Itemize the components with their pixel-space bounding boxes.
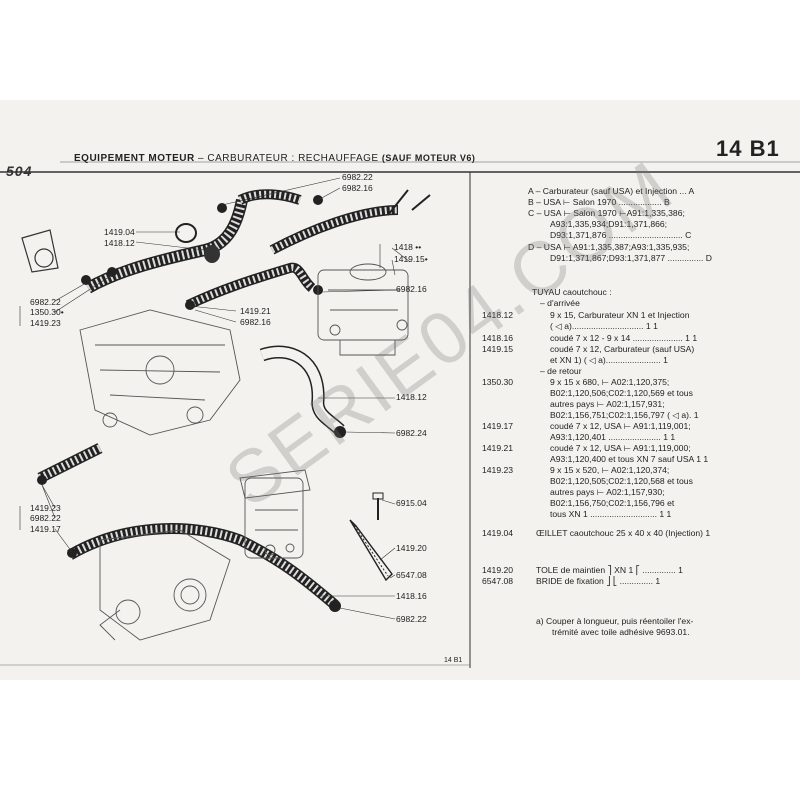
footer-page-tag: 14 B1 bbox=[444, 657, 463, 664]
legend-line: C – USA ⊢ Salon 1970 ⊢A91:1,335,386; bbox=[528, 208, 685, 218]
part-desc: et XN 1) ( ◁ a)....................... 1 bbox=[550, 355, 668, 365]
diagram-label: 6982.16 bbox=[396, 284, 427, 294]
part-code: 1419.17 bbox=[482, 421, 514, 431]
part-desc: BRIDE de fixation ⎦ ⎣ .............. 1 bbox=[536, 576, 661, 586]
diagram-label: 6915.04 bbox=[396, 498, 427, 508]
part-code: 1419.15 bbox=[482, 344, 514, 354]
diagram-label: 6982.16 bbox=[240, 317, 271, 327]
part-desc: A93:1,120,400 et tous XN 7 sauf USA 1 1 bbox=[550, 454, 709, 464]
title-sub: CARBURATEUR : RECHAUFFAGE bbox=[207, 153, 379, 164]
part-desc: B02:1,120,505;C02:1,120,568 et tous bbox=[550, 476, 693, 486]
part-desc: B02:1,156,750;C02:1,156,796 et bbox=[550, 498, 675, 508]
diagram-label: 1419.15• bbox=[394, 254, 428, 264]
part-desc: B02:1,156,751;C02:1,156,797 ( ◁ a). 1 bbox=[550, 410, 699, 420]
title-note: (SAUF MOTEUR V6) bbox=[381, 153, 476, 163]
section-number: 14 B1 bbox=[716, 136, 780, 161]
part-desc: tous XN 1 ............................ 1… bbox=[550, 509, 672, 519]
diagram-label: 1419.17 bbox=[30, 524, 61, 534]
diagram-label: 6547.08 bbox=[396, 570, 427, 580]
page-title: EQUIPEMENT MOTEUR – CARBURATEUR : RECHAU… bbox=[74, 153, 476, 164]
leader-lines bbox=[19, 177, 411, 620]
part-desc: coudé 7 x 12 - 9 x 14 ..................… bbox=[550, 333, 698, 343]
bracket-1419-20 bbox=[349, 519, 393, 582]
part-code: 1419.20 bbox=[482, 565, 514, 575]
parts-subheading: – de retour bbox=[540, 366, 582, 376]
part-desc: A93:1,120,401 ...................... 1 1 bbox=[550, 432, 676, 442]
part-code: 1418.12 bbox=[482, 310, 514, 320]
model-logo: 504 bbox=[6, 163, 33, 179]
part-desc: ( ◁ a).............................. 1 1 bbox=[550, 321, 658, 331]
part-code: 1419.04 bbox=[482, 528, 514, 538]
diagram-label: 1418.12 bbox=[396, 392, 427, 402]
catalog-page bbox=[0, 100, 800, 680]
legend-line: D93:1,371,876 ..........................… bbox=[550, 230, 692, 240]
part-code: 1418.16 bbox=[482, 333, 514, 343]
part-desc: autres pays ⊢ A02:1,157,930; bbox=[550, 487, 665, 497]
part-desc: 9 x 15, Carburateur XN 1 et Injection bbox=[550, 310, 690, 320]
legend-line: A93:1,335,934;D91:1,371,866; bbox=[550, 219, 668, 229]
legend-line: D – USA ⊢ A91:1,335,387;A93:1,335,935; bbox=[528, 242, 690, 252]
part-code: 1419.23 bbox=[482, 465, 514, 475]
legend-line: A – Carburateur (sauf USA) et Injection … bbox=[528, 186, 695, 196]
part-desc: coudé 7 x 12, USA ⊢ A91:1,119,000; bbox=[550, 443, 691, 453]
carburetor-upper bbox=[317, 263, 409, 356]
diagram-label: 1418.12 bbox=[104, 238, 135, 248]
diagram-label: 1418 •• bbox=[394, 242, 422, 252]
diagram-label: 6982.22 bbox=[30, 513, 61, 523]
part-desc: coudé 7 x 12, USA ⊢ A91:1,119,001; bbox=[550, 421, 691, 431]
diagram-label: 6982.22 bbox=[30, 297, 61, 307]
part-desc: B02:1,120,506;C02:1,120,569 et tous bbox=[550, 388, 693, 398]
engine-block bbox=[79, 309, 241, 436]
diagram-label: 1419.21 bbox=[240, 306, 271, 316]
footnote-line: trémité avec toile adhésive 9693.01. bbox=[552, 627, 690, 637]
hose-lower-left bbox=[37, 443, 103, 483]
grommet bbox=[175, 223, 197, 243]
part-desc: coudé 7 x 12, Carburateur (sauf USA) bbox=[550, 344, 695, 354]
footnote-line: a) Couper à longueur, puis réentoiler l'… bbox=[536, 616, 694, 626]
legend-line: B – USA ⊢ Salon 1970 .................. … bbox=[528, 197, 670, 207]
diagram-label: 1350.30• bbox=[30, 307, 64, 317]
carburetor-lower bbox=[239, 469, 311, 559]
intake-manifold bbox=[99, 529, 231, 641]
part-code: 1350.30 bbox=[482, 377, 514, 387]
part-code: 6547.08 bbox=[482, 576, 514, 586]
hose-middle bbox=[185, 262, 316, 310]
diagram-label: 1418.16 bbox=[396, 591, 427, 601]
part-code: 1419.21 bbox=[482, 443, 514, 453]
hose-upper-right bbox=[237, 189, 399, 255]
part-desc: autres pays ⊢ A02:1,157,931; bbox=[550, 399, 665, 409]
diagram-label: 6982.22 bbox=[396, 614, 427, 624]
hose-1418-12-bent bbox=[259, 345, 345, 435]
part-desc: 9 x 15 x 680, ⊢ A02:1,120,375; bbox=[550, 377, 670, 387]
part-desc: 9 x 15 x 520, ⊢ A02:1,120,374; bbox=[550, 465, 670, 475]
parts-heading: TUYAU caoutchouc : bbox=[532, 287, 612, 297]
diagram-label: 1419.20 bbox=[396, 543, 427, 553]
title-main: EQUIPEMENT MOTEUR bbox=[74, 153, 195, 164]
parts-subheading: – d'arrivée bbox=[540, 298, 580, 308]
hose-lower-long bbox=[67, 523, 339, 610]
diagram-label: 1419.23 bbox=[30, 503, 61, 513]
diagram-label: 6982.24 bbox=[396, 428, 427, 438]
diagram-label: 6982.22 bbox=[342, 172, 373, 182]
part-desc: ŒILLET caoutchouc 25 x 40 x 40 (Injectio… bbox=[536, 528, 711, 538]
part-desc: TOLE de maintien ⎤ XN 1 ⎡ ..............… bbox=[536, 565, 683, 575]
diagram-label: 1419.04 bbox=[104, 227, 135, 237]
diagram-label: 1419.23 bbox=[30, 318, 61, 328]
diagram-label: 6982.16 bbox=[342, 183, 373, 193]
legend-line: D91:1,371,867;D93:1,371,877 ............… bbox=[550, 253, 712, 263]
